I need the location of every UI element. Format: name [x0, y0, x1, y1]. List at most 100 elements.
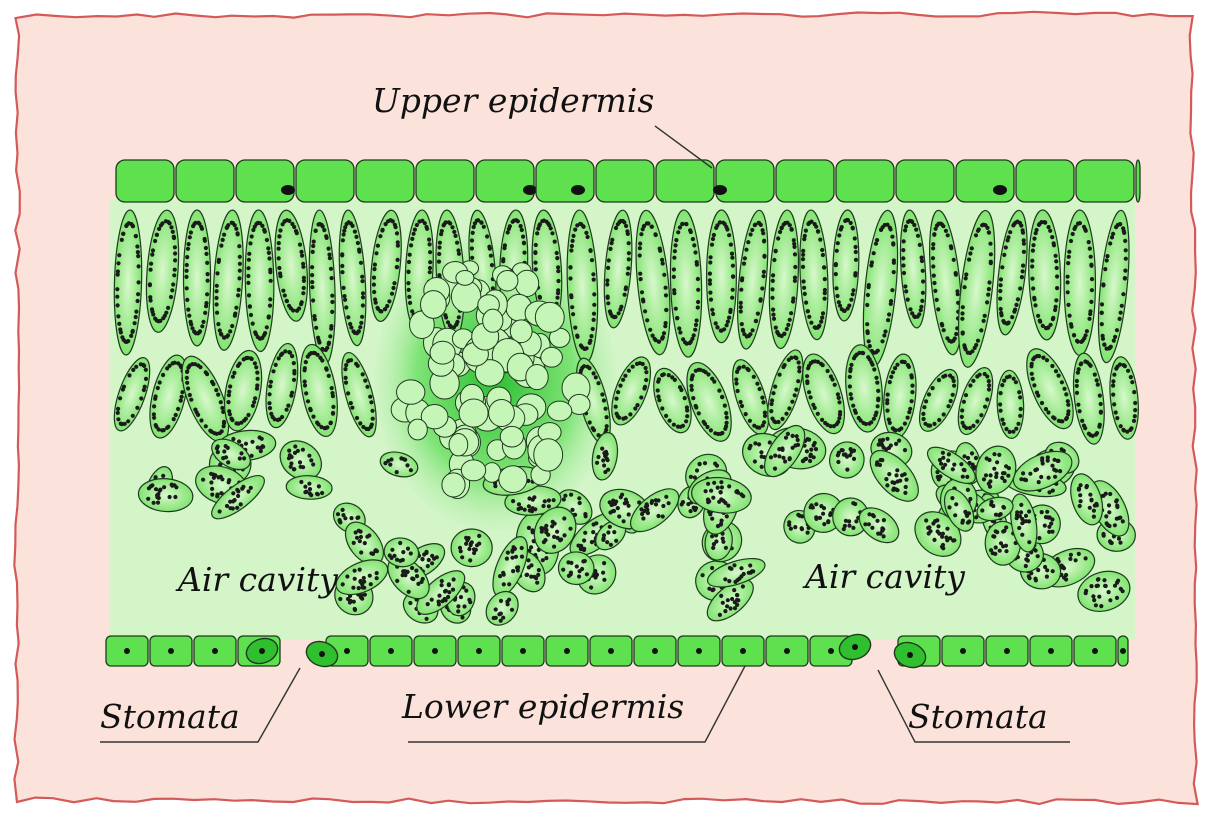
chloroplast [485, 234, 489, 238]
chloroplast [149, 484, 153, 488]
chloroplast [960, 408, 964, 412]
chloroplast [694, 506, 698, 510]
chloroplast [620, 493, 624, 497]
chloroplast [506, 230, 510, 234]
chloroplast [185, 298, 189, 302]
chloroplast [626, 266, 630, 270]
chloroplast [739, 309, 743, 313]
chloroplast [796, 513, 800, 517]
chloroplast [605, 282, 609, 286]
chloroplast [1098, 394, 1102, 398]
chloroplast [755, 382, 759, 386]
chloroplast [576, 544, 580, 548]
chloroplast [740, 276, 744, 280]
chloroplast [952, 384, 956, 388]
chloroplast [327, 253, 331, 257]
chloroplast [363, 541, 367, 545]
nucleus [281, 185, 295, 195]
chloroplast [987, 379, 991, 383]
chloroplast [331, 394, 335, 398]
chloroplast [964, 393, 968, 397]
chloroplast [346, 391, 350, 395]
chloroplast [885, 409, 889, 413]
chloroplast [1089, 364, 1093, 368]
chloroplast [233, 314, 237, 318]
chloroplast [1050, 364, 1054, 368]
chloroplast [606, 301, 610, 305]
chloroplast [712, 233, 716, 237]
chloroplast [188, 235, 192, 239]
chloroplast [901, 256, 905, 260]
chloroplast [152, 412, 156, 416]
chloroplast [526, 558, 530, 562]
chloroplast [1046, 410, 1050, 414]
cell-wall [716, 160, 774, 202]
vascular-cell [397, 380, 425, 404]
chloroplast [752, 424, 756, 428]
cell-wall [1136, 160, 1140, 202]
chloroplast [212, 476, 216, 480]
chloroplast [115, 295, 119, 299]
chloroplast [867, 339, 871, 343]
chloroplast [786, 432, 790, 436]
chloroplast [1075, 391, 1079, 395]
chloroplast [1030, 264, 1034, 268]
chloroplast [383, 307, 387, 311]
chloroplast [885, 398, 889, 402]
cell-wall [416, 160, 474, 202]
chloroplast [1022, 242, 1026, 246]
chloroplast [932, 232, 936, 236]
chloroplast [870, 526, 874, 530]
chloroplast [1051, 489, 1055, 493]
chloroplast [741, 494, 745, 498]
chloroplast [594, 375, 598, 379]
chloroplast [357, 586, 361, 590]
chloroplast [736, 389, 740, 393]
chloroplast [358, 568, 362, 572]
chloroplast [674, 307, 678, 311]
chloroplast [222, 233, 226, 237]
chloroplast [833, 383, 837, 387]
chloroplast [1118, 317, 1122, 321]
chloroplast [1048, 229, 1052, 233]
chloroplast [616, 390, 620, 394]
chloroplast [168, 495, 172, 499]
chloroplast [320, 491, 324, 495]
chloroplast [870, 260, 874, 264]
chloroplast [939, 462, 943, 466]
chloroplast [706, 500, 710, 504]
chloroplast [268, 384, 272, 388]
chloroplast [1079, 361, 1083, 365]
chloroplast [127, 373, 131, 377]
chloroplast [770, 296, 774, 300]
chloroplast [792, 245, 796, 249]
chloroplast [430, 598, 434, 602]
chloroplast [1105, 347, 1109, 351]
lower-epidermis-cell [194, 636, 236, 666]
chloroplast [731, 264, 735, 268]
vascular-cell [500, 426, 523, 447]
chloroplast [204, 424, 208, 428]
chloroplast [288, 453, 292, 457]
cell-wall [536, 160, 594, 202]
cell-wall [476, 160, 534, 202]
chloroplast [753, 441, 757, 445]
chloroplast [718, 613, 722, 617]
chloroplast [359, 550, 363, 554]
chloroplast [340, 270, 344, 274]
chloroplast [837, 416, 841, 420]
chloroplast [1019, 503, 1023, 507]
chloroplast [1130, 380, 1134, 384]
chloroplast [881, 438, 885, 442]
chloroplast [624, 224, 628, 228]
chloroplast [746, 240, 750, 244]
chloroplast [739, 566, 743, 570]
chloroplast [255, 371, 259, 375]
chloroplast [369, 551, 373, 555]
chloroplast [373, 263, 377, 267]
chloroplast [1088, 493, 1092, 497]
chloroplast [762, 274, 766, 278]
chloroplast [954, 502, 958, 506]
chloroplast [508, 224, 512, 228]
chloroplast [674, 238, 678, 242]
